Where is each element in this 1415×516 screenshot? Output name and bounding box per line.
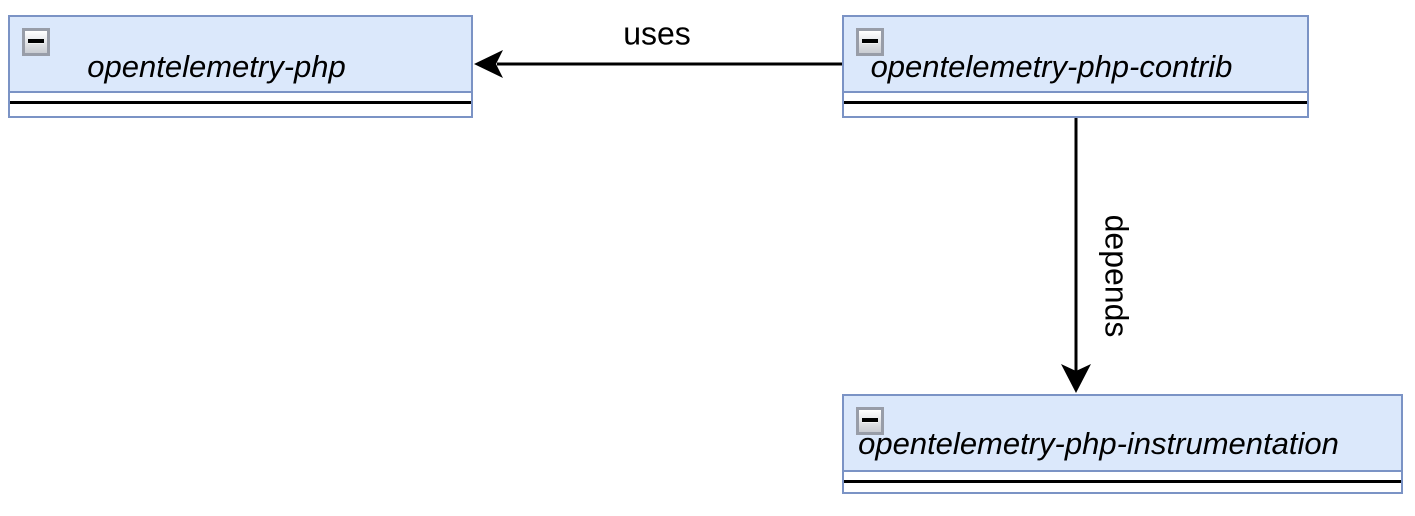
- node-opentelemetry-php[interactable]: opentelemetry-php: [8, 15, 473, 118]
- minus-glyph: [28, 39, 44, 44]
- node-opentelemetry-php-contrib[interactable]: opentelemetry-php-contrib: [842, 15, 1309, 118]
- node-opentelemetry-php-instrumentation[interactable]: opentelemetry-php-instrumentation: [842, 394, 1403, 494]
- node-title-background: [10, 17, 471, 93]
- node-title: opentelemetry-php: [87, 48, 346, 84]
- collapse-minus-icon[interactable]: [856, 407, 884, 435]
- node-title: opentelemetry-php-contrib: [870, 48, 1233, 84]
- node-title-background: [844, 396, 1401, 472]
- compartment-separator: [10, 101, 471, 104]
- edge-label-depends: depends: [1098, 214, 1135, 338]
- minus-glyph: [862, 39, 878, 44]
- depends-arrow: [1061, 117, 1091, 393]
- compartment-separator: [844, 101, 1307, 104]
- node-title: opentelemetry-php-instrumentation: [858, 426, 1339, 461]
- collapse-minus-icon[interactable]: [22, 28, 50, 56]
- edge-label-uses: uses: [623, 15, 691, 52]
- compartment-separator: [844, 480, 1401, 483]
- minus-glyph: [862, 418, 878, 423]
- collapse-minus-icon[interactable]: [856, 28, 884, 56]
- node-title-background: [844, 17, 1307, 93]
- uses-arrow: [474, 50, 843, 78]
